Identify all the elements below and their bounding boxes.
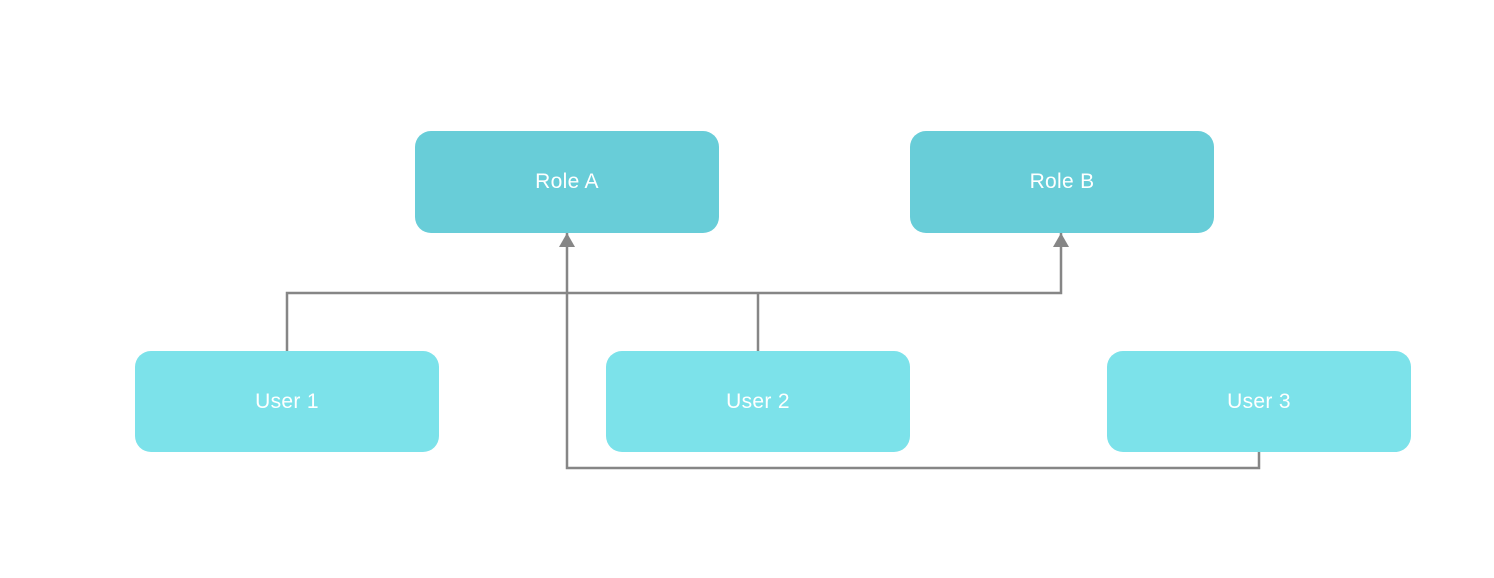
node-role-b[interactable]: Role B [910,131,1214,233]
node-user-3[interactable]: User 3 [1107,351,1411,452]
edge-user-3-to-role-a [559,233,1261,470]
node-role-a[interactable]: Role A [415,131,719,233]
node-label-role-a: Role A [535,170,599,193]
node-label-user-1: User 1 [255,389,319,413]
edge-user-1-to-role-b [285,233,1069,351]
node-label-role-b: Role B [1029,170,1095,193]
node-label-user-2: User 2 [726,389,790,413]
node-user-1[interactable]: User 1 [135,351,439,452]
node-user-2[interactable]: User 2 [606,351,910,452]
node-label-user-3: User 3 [1227,389,1291,413]
